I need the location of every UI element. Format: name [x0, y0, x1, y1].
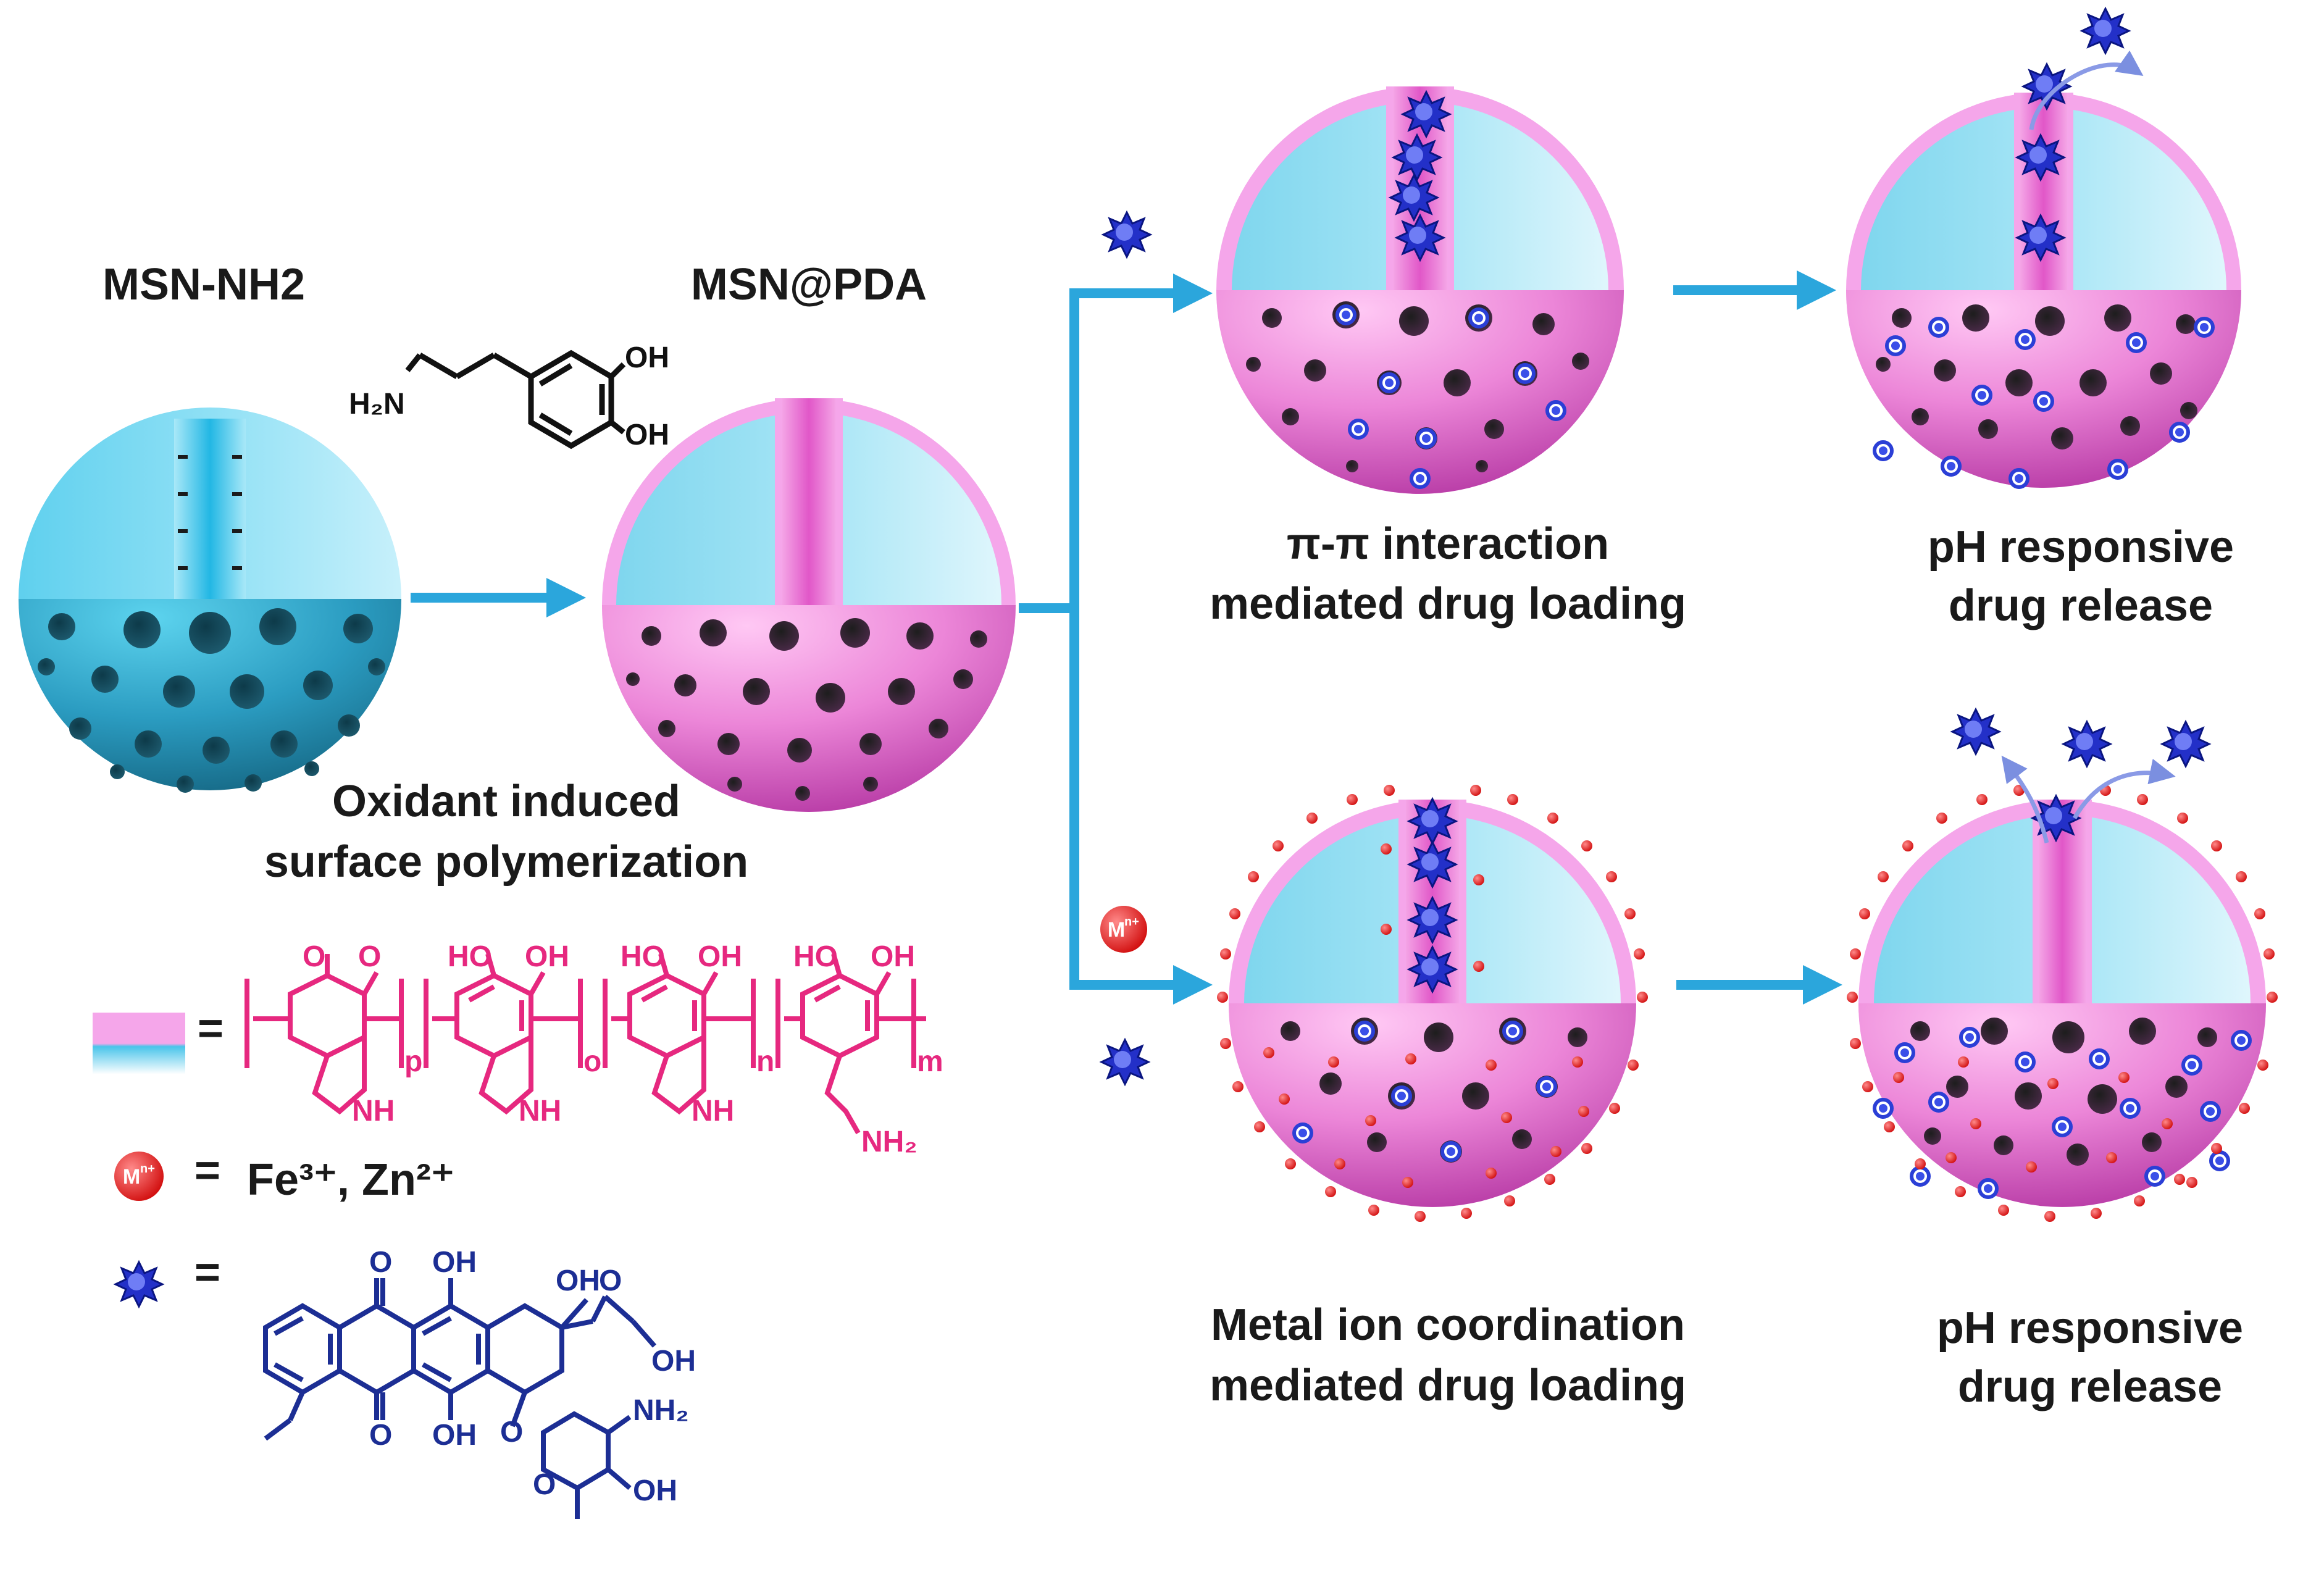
pda-ho-1: HO [448, 940, 492, 973]
dox-o-ketone: O [599, 1265, 622, 1297]
legend-shell-swatch [93, 1013, 185, 1074]
label-pipi-line2: mediated drug loading [1210, 579, 1686, 629]
label-metal-line1: Metal ion coordination [1211, 1300, 1685, 1350]
release-path-top [2029, 50, 2144, 130]
dopamine-oh-top: OH [625, 341, 669, 374]
pda-nh-2: NH [519, 1095, 561, 1127]
label-msn-pda: MSN@PDA [691, 260, 927, 309]
metal-badge-legend-letter: M [123, 1165, 140, 1189]
dox-oh-top: OH [432, 1246, 477, 1279]
release-path-bottom-left [2001, 755, 2049, 843]
pda-structure [245, 953, 926, 1134]
legend-metal-ions: Fe³⁺, Zn²⁺ [247, 1155, 454, 1205]
metal-badge-legend: M n+ [114, 1152, 164, 1201]
pda-sub-p: p [404, 1045, 422, 1078]
pda-o-1: O [303, 940, 325, 973]
sphere-metal-loaded [1217, 785, 1648, 1222]
label-oxidant-line1: Oxidant induced [332, 777, 680, 826]
label-msn-nh2: MSN-NH2 [102, 260, 305, 309]
metal-badge-branch-sup: n+ [1124, 915, 1139, 929]
dopamine-structure [405, 349, 626, 449]
label-ph-bottom-line2: drug release [1958, 1362, 2222, 1411]
legend-equals-metal: = [194, 1146, 220, 1195]
label-ph-top-line1: pH responsive [1928, 522, 2234, 572]
dox-nh2: NH₂ [633, 1394, 689, 1427]
pda-sub-n: n [756, 1045, 774, 1078]
metal-badge-legend-sup: n+ [140, 1162, 155, 1176]
sphere-pipi-loaded [1216, 86, 1624, 494]
pda-oh-2: OH [698, 940, 742, 973]
drug-legend-icon [114, 1261, 164, 1308]
dox-oh-sugar: OH [633, 1474, 677, 1507]
sphere-ph-release-top [1846, 7, 2241, 488]
sphere-msn-pda [602, 398, 1016, 812]
dox-labels: O OH OH O OH O OH O NH₂ O OH [369, 1246, 696, 1507]
dox-oh-bottom: OH [432, 1419, 477, 1452]
legend-equals-shell: = [198, 1004, 224, 1053]
pda-oh-3: OH [871, 940, 915, 973]
pda-nh-1: NH [352, 1095, 395, 1127]
pda-oh-1: OH [525, 940, 569, 973]
release-path-bottom-right [2072, 758, 2176, 819]
flow-arrows [411, 270, 1842, 1005]
label-ph-top-line2: drug release [1949, 581, 2213, 630]
pda-ho-2: HO [621, 940, 665, 973]
metal-badge-branch-letter: M [1108, 918, 1125, 942]
dox-oh-chain: OH [651, 1345, 696, 1378]
dopamine-h2n: H₂N [349, 388, 405, 420]
legend-equals-drug: = [194, 1248, 220, 1297]
pda-o-2: O [358, 940, 381, 973]
pda-nh-3: NH [692, 1095, 734, 1127]
pda-sub-m: m [917, 1045, 943, 1078]
drug-marker-top-branch [1102, 211, 1152, 258]
dox-o-glycosidic: O [500, 1416, 523, 1449]
arrow-branch [1019, 274, 1213, 613]
pda-nh2: NH₂ [861, 1126, 917, 1158]
metal-badge-branch: M n+ [1100, 906, 1147, 953]
dox-o-sugar: O [533, 1468, 556, 1501]
label-oxidant-line2: surface polymerization [264, 837, 748, 887]
label-ph-bottom-line1: pH responsive [1937, 1303, 2243, 1353]
sphere-msn-nh2 [19, 408, 401, 793]
sphere-ph-release-bottom [1847, 708, 2278, 1222]
dox-o-bottom: O [369, 1419, 392, 1452]
dox-o-top: O [369, 1246, 392, 1279]
pda-ho-3: HO [793, 940, 838, 973]
pda-sub-o: o [583, 1045, 601, 1078]
dox-oh-ketone: OH [556, 1265, 600, 1297]
arrow-branch-lower [1069, 608, 1213, 1005]
dopamine-oh-bottom: OH [625, 419, 669, 451]
label-metal-line2: mediated drug loading [1210, 1361, 1686, 1410]
pda-labels: O O HO OH HO OH HO OH NH NH NH NH₂ p o n… [303, 940, 943, 1158]
doxorubicin-structure [263, 1278, 657, 1519]
label-pipi-line1: π-π interaction [1287, 519, 1609, 569]
drug-marker-bottom-branch [1100, 1039, 1150, 1085]
